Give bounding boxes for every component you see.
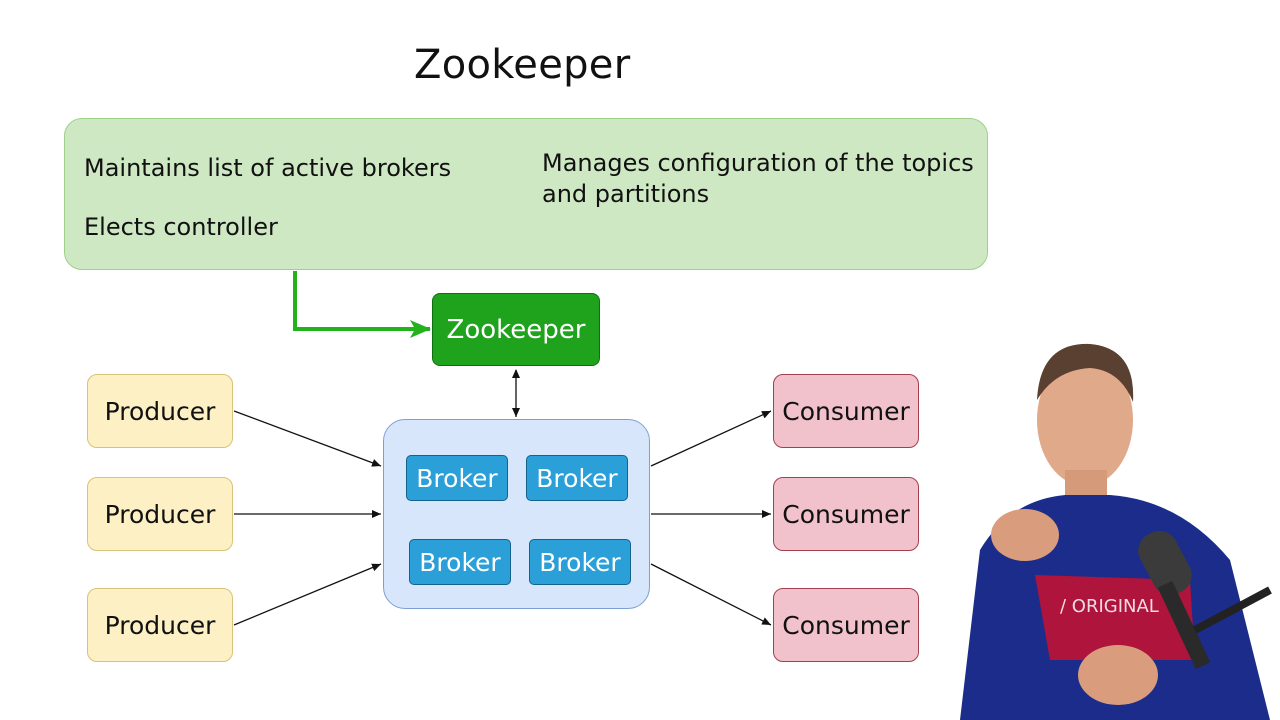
consumer-3: Consumer <box>773 588 919 662</box>
kafka-cluster: Broker Broker Broker Broker <box>383 419 650 609</box>
topic-config-line-1: Manages configuration of the topics <box>542 149 974 177</box>
svg-text:/ ORIGINAL: / ORIGINAL <box>1060 596 1159 617</box>
producer-3-arrow <box>233 563 382 626</box>
consumer-1: Consumer <box>773 374 919 448</box>
slide-title: Zookeeper <box>414 42 631 88</box>
consumer-3-arrow <box>650 563 772 626</box>
presenter-video-overlay: / ORIGINAL <box>960 343 1272 720</box>
panel-to-zookeeper-arrow <box>293 271 431 338</box>
microphone-icon <box>1138 530 1272 670</box>
broker-1: Broker <box>406 455 508 501</box>
consumer-1-arrow <box>650 410 772 467</box>
consumer-2: Consumer <box>773 477 919 551</box>
responsibility-active-brokers: Maintains list of active brokers <box>84 154 452 182</box>
responsibility-elect-controller: Elects controller <box>84 213 278 241</box>
producer-2: Producer <box>87 477 233 551</box>
zookeeper-responsibilities-panel: Maintains list of active brokers Elects … <box>64 118 988 270</box>
producer-1: Producer <box>87 374 233 448</box>
broker-2: Broker <box>526 455 628 501</box>
broker-3: Broker <box>409 539 511 585</box>
zookeeper-node: Zookeeper <box>432 293 600 366</box>
broker-4: Broker <box>529 539 631 585</box>
responsibility-topic-config: Manages configuration of the topics and … <box>542 148 974 210</box>
producer-3: Producer <box>87 588 233 662</box>
topic-config-line-2: and partitions <box>542 180 710 208</box>
producer-1-arrow <box>233 410 382 467</box>
